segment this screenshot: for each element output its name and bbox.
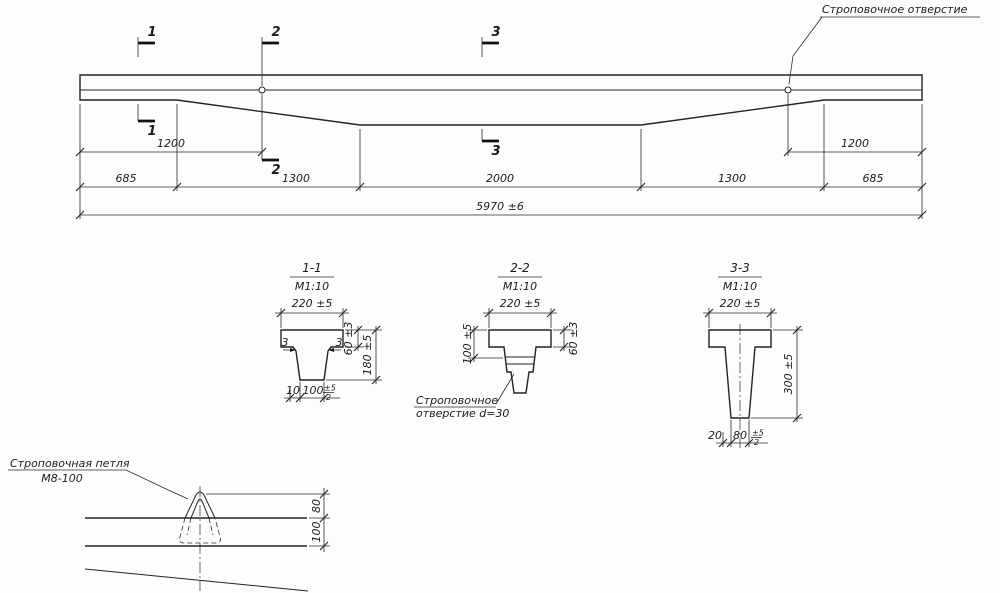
dim-overall-length: 5970 ±6 bbox=[476, 200, 524, 213]
section-3-dim-taper: 20 bbox=[708, 429, 722, 442]
section-1-extension-lines bbox=[280, 308, 382, 402]
loop-extension-lines bbox=[206, 493, 330, 547]
section-2-callout-line1: Строповочное bbox=[416, 394, 498, 407]
section-3-extension-lines bbox=[708, 308, 803, 447]
section-1-dim-bottom-tol-num: ±5 bbox=[324, 384, 336, 393]
section-marker-lines bbox=[137, 37, 483, 160]
loop-beam-bottom-edge bbox=[84, 568, 309, 592]
section-2-extension-lines bbox=[468, 308, 572, 359]
section-3-dim-height: 300 ±5 bbox=[782, 354, 795, 395]
section-3-dim-width: 220 ±5 bbox=[720, 297, 761, 310]
lifting-hole-left bbox=[258, 86, 266, 94]
loop-label-line1: Строповочная петля bbox=[10, 457, 130, 470]
dim-1200-left: 1200 bbox=[157, 137, 185, 150]
section-2-callout-leader bbox=[495, 373, 515, 405]
loop-label-leader bbox=[125, 469, 189, 500]
section-2-dim-width: 220 ±5 bbox=[500, 297, 541, 310]
section-1-dim-bottom-tol-den: 2 bbox=[326, 393, 331, 402]
section-3-title: 3-3 bbox=[730, 261, 750, 275]
dim-1300-right: 1300 bbox=[718, 172, 746, 185]
section-2-callout-line2: отверстие d=30 bbox=[416, 407, 509, 420]
section-3-dim-bottom-tol-den: 2 bbox=[754, 438, 759, 447]
lifting-loop-detail: Строповочная петля М8-100 80 100 bbox=[8, 457, 330, 592]
section-3-ticks bbox=[704, 308, 802, 448]
section-2-hole-lines bbox=[505, 356, 535, 365]
lifting-hole-callout-leader bbox=[788, 16, 823, 85]
elevation-dimension-lines bbox=[80, 151, 922, 216]
marker-3-bottom: 3 bbox=[491, 144, 500, 159]
section-1-dim-chamfer-right: 3 bbox=[336, 336, 343, 349]
section-1-scale: М1:10 bbox=[295, 280, 329, 293]
section-2-dim-flange: 60 ±3 bbox=[567, 322, 580, 356]
section-2-title: 2-2 bbox=[510, 261, 530, 275]
dim-1300-left: 1300 bbox=[282, 172, 310, 185]
section-3-dimension-lines bbox=[703, 312, 798, 444]
dim-685-left: 685 bbox=[116, 172, 137, 185]
section-1-dim-bottom: 100 bbox=[303, 384, 324, 397]
section-3-dim-bottom: 80 bbox=[733, 429, 747, 442]
beam-elevation: Строповочное отверстие 1 2 3 1 2 3 1200 … bbox=[75, 3, 980, 220]
marker-2-top: 2 bbox=[271, 25, 280, 40]
section-1-dim-flange: 60 ±3 bbox=[342, 322, 355, 356]
section-1-profile bbox=[280, 329, 344, 381]
section-2-dim-hole-depth: 100 ±5 bbox=[461, 324, 474, 365]
marker-2-bottom: 2 bbox=[271, 163, 280, 178]
section-2-ticks bbox=[469, 308, 569, 363]
elevation-dimension-ticks bbox=[75, 147, 927, 220]
loop-dim-flange-depth: 100 bbox=[310, 522, 323, 543]
elevation-extension-lines bbox=[79, 94, 923, 219]
dim-1200-right: 1200 bbox=[841, 137, 869, 150]
section-1-ticks bbox=[276, 308, 381, 403]
marker-1-top: 1 bbox=[147, 25, 156, 40]
section-3-profile bbox=[708, 329, 772, 419]
dim-2000: 2000 bbox=[486, 172, 514, 185]
section-1-dim-height: 180 ±5 bbox=[361, 335, 374, 376]
dim-685-right: 685 bbox=[863, 172, 884, 185]
section-1-1: 1-1 М1:10 220 ±5 60 ±3 180 ±5 3 3 10 100… bbox=[275, 261, 382, 403]
section-2-2: 2-2 М1:10 220 ±5 100 ±5 60 ±3 Строповочн… bbox=[414, 261, 580, 420]
loop-label-line2: М8-100 bbox=[41, 472, 82, 485]
loop-dim-height: 80 bbox=[310, 499, 323, 513]
section-2-profile bbox=[488, 329, 552, 394]
marker-1-bottom: 1 bbox=[147, 124, 156, 139]
section-1-dim-taper: 10 bbox=[286, 384, 300, 397]
loop-embedded-hidden-inner bbox=[186, 517, 214, 536]
marker-3-top: 3 bbox=[491, 25, 500, 40]
beam-outline bbox=[79, 74, 923, 126]
section-1-chamfer-arrow-left bbox=[290, 348, 296, 352]
section-1-title: 1-1 bbox=[302, 261, 322, 275]
section-1-dim-chamfer-left: 3 bbox=[282, 336, 289, 349]
loop-wire-inner bbox=[190, 498, 210, 519]
section-2-scale: М1:10 bbox=[503, 280, 537, 293]
section-1-dim-width: 220 ±5 bbox=[292, 297, 333, 310]
section-marker-bars bbox=[138, 41, 499, 162]
section-1-dimension-lines bbox=[275, 312, 377, 399]
section-3-scale: М1:10 bbox=[723, 280, 757, 293]
section-1-chamfer-arrow-right bbox=[328, 348, 334, 352]
loop-flange-strip bbox=[85, 517, 307, 547]
section-3-3: 3-3 М1:10 220 ±5 300 ±5 20 80 ±5 2 bbox=[703, 261, 803, 448]
lifting-hole-callout-label: Строповочное отверстие bbox=[822, 3, 968, 16]
loop-ticks bbox=[319, 489, 329, 551]
section-3-dim-bottom-tol-num: ±5 bbox=[752, 429, 764, 438]
lifting-hole-right bbox=[784, 86, 792, 94]
